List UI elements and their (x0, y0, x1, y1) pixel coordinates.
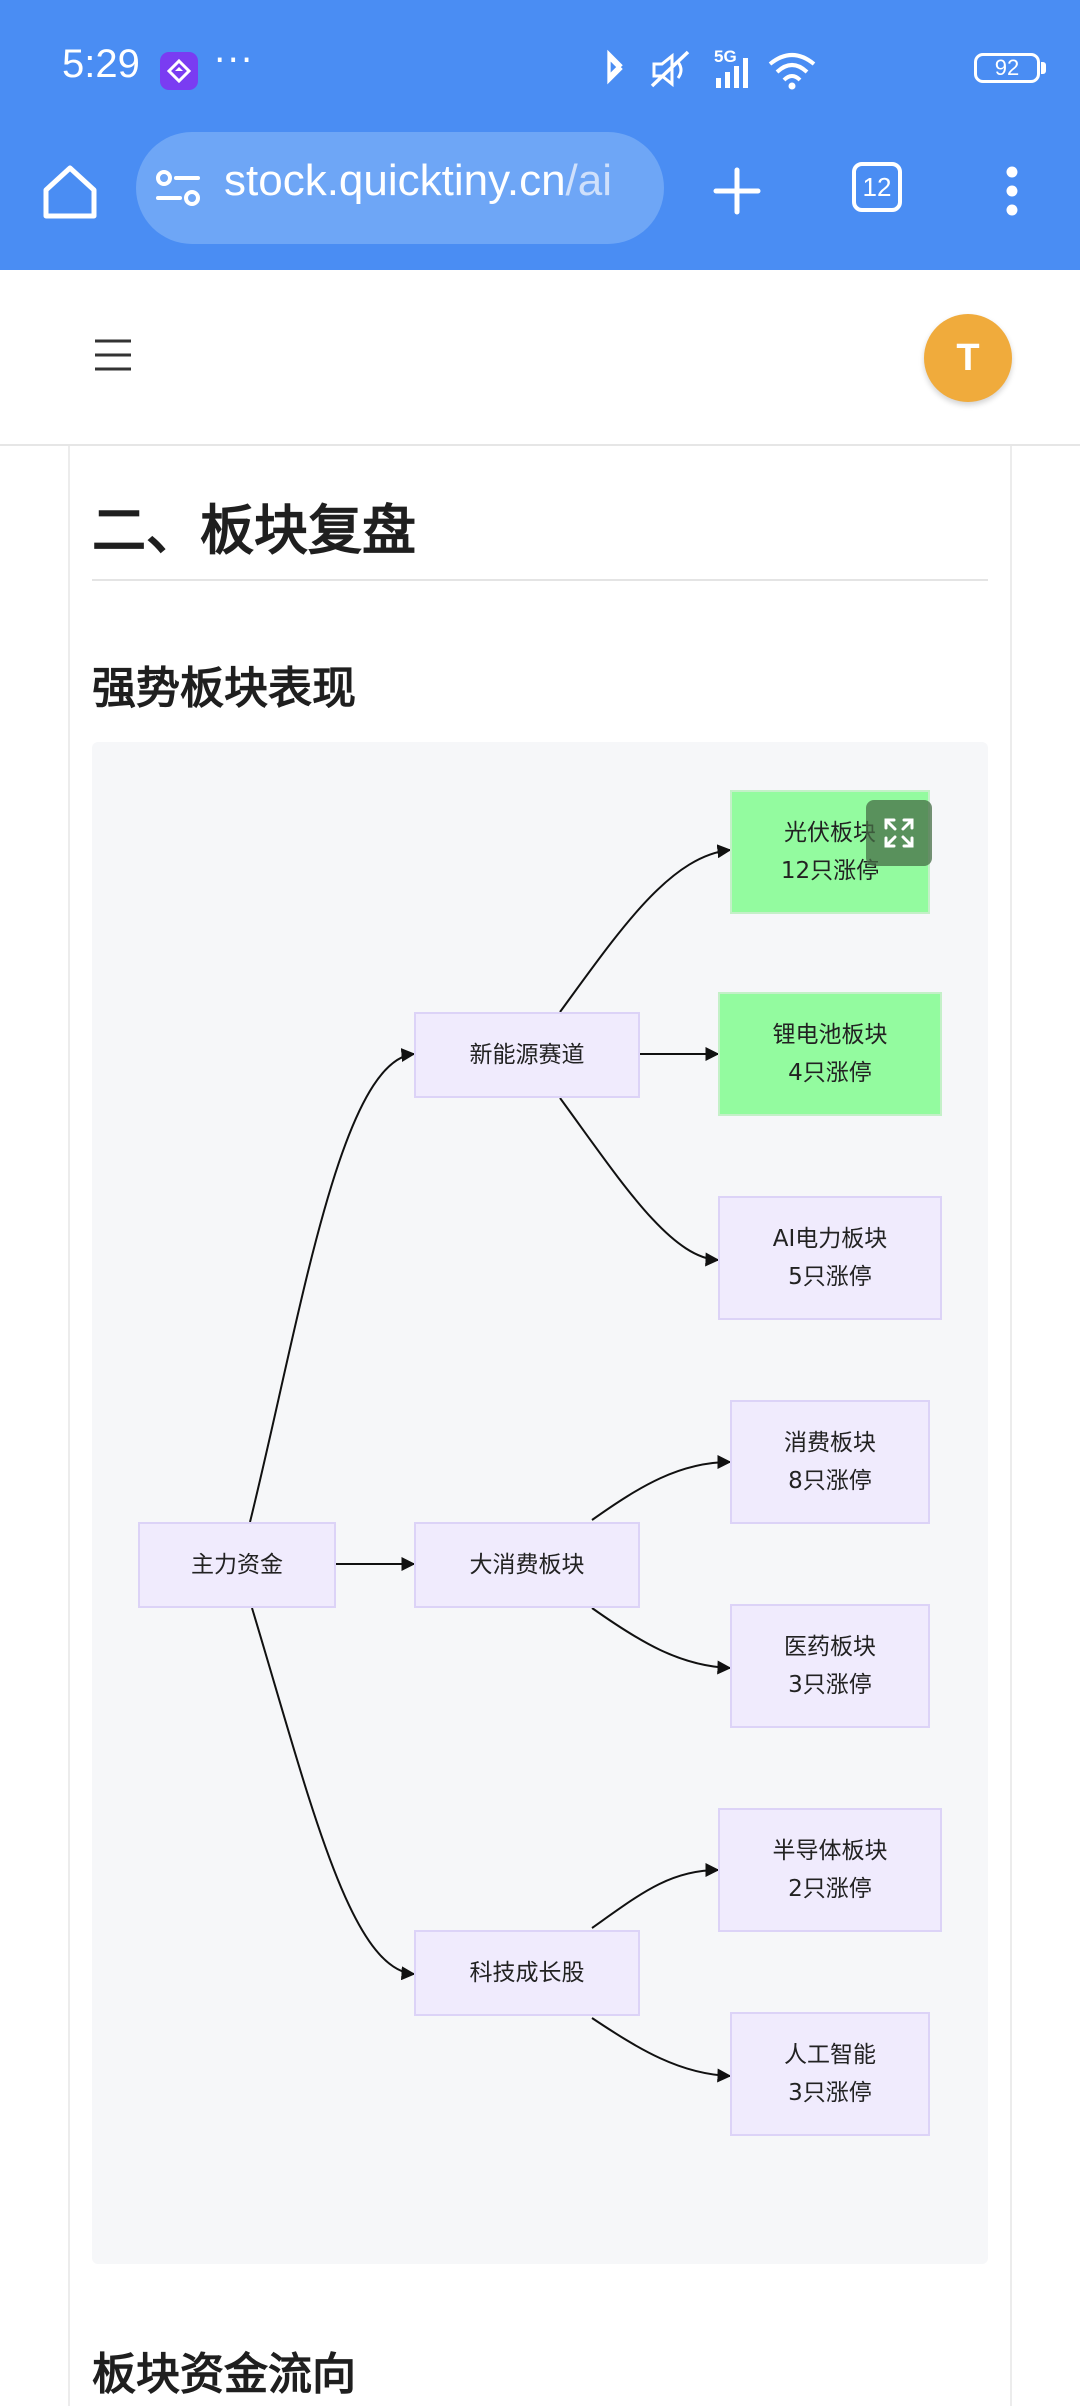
site-settings-icon[interactable] (154, 168, 204, 208)
fullscreen-button[interactable] (866, 800, 932, 866)
node-count: 2只涨停 (788, 1876, 872, 1902)
node-sector-aipower: AI电力板块 5只涨停 (718, 1196, 942, 1320)
url-host: stock.quicktiny.cn (224, 156, 566, 205)
menu-icon[interactable] (1000, 164, 1024, 218)
edge-root-newenergy (249, 1048, 416, 1523)
node-name: 光伏板块 (784, 820, 876, 846)
node-group-tech: 科技成长股 (414, 1930, 640, 2016)
node-name: 锂电池板块 (772, 1022, 888, 1048)
status-time: 5:29 (62, 42, 140, 86)
node-name: 人工智能 (784, 2042, 876, 2068)
site-header: T (0, 270, 1080, 446)
node-group-consumer: 大消费板块 (414, 1522, 640, 1608)
signal-label: 5G (714, 47, 737, 66)
tab-switcher-icon[interactable]: 12 (852, 162, 902, 212)
edge-tech-semi (591, 1863, 720, 1929)
home-icon[interactable] (38, 162, 102, 222)
new-tab-icon[interactable] (712, 166, 762, 216)
edge-newenergy-aipower (559, 1097, 720, 1267)
url-path: /ai (565, 156, 613, 205)
node-label: 大消费板块 (469, 1552, 585, 1578)
node-root: 主力资金 (138, 1522, 336, 1608)
node-sector-medical: 医药板块 3只涨停 (730, 1604, 930, 1728)
node-count: 5只涨停 (788, 1264, 872, 1290)
browser-toolbar: stock.quicktiny.cn/ai 12 (0, 132, 1080, 270)
next-subsection-title: 板块资金流向 (92, 2349, 356, 2400)
node-label: 新能源赛道 (469, 1042, 585, 1068)
node-count: 8只涨停 (788, 1468, 872, 1494)
address-bar[interactable]: stock.quicktiny.cn/ai (136, 132, 664, 244)
node-name: 医药板块 (784, 1634, 876, 1660)
subsection-title: 强势板块表现 (92, 663, 356, 714)
edge-root-tech (251, 1607, 416, 1981)
mute-icon (650, 50, 690, 88)
signal-icon: 5G (714, 47, 748, 88)
node-sector-battery: 锂电池板块 4只涨停 (718, 992, 942, 1116)
node-group-newenergy: 新能源赛道 (414, 1012, 640, 1098)
node-name: 半导体板块 (772, 1838, 888, 1864)
node-name: AI电力板块 (772, 1226, 888, 1252)
edge-consumer-consume (591, 1455, 732, 1521)
status-bar: 5:29 ··· 5G 92 (0, 0, 1080, 132)
node-count: 3只涨停 (788, 1672, 872, 1698)
node-name: 消费板块 (784, 1430, 876, 1456)
app-notification-icon (160, 52, 198, 90)
url-text[interactable]: stock.quicktiny.cn/ai (224, 156, 612, 206)
node-count: 12只涨停 (780, 858, 880, 884)
node-sector-semiconductor: 半导体板块 2只涨停 (718, 1808, 942, 1932)
battery-icon: 92 (974, 53, 1046, 83)
avatar[interactable]: T (924, 314, 1012, 402)
hamburger-menu-icon[interactable] (94, 338, 132, 372)
edge-newenergy-pv (559, 844, 732, 1013)
node-label: 科技成长股 (469, 1960, 585, 1986)
node-count: 4只涨停 (788, 1060, 872, 1086)
bluetooth-icon (607, 49, 623, 85)
node-sector-consume: 消费板块 8只涨停 (730, 1400, 930, 1524)
edge-tech-ai (591, 2017, 732, 2083)
edge-consumer-medical (591, 1607, 732, 1675)
wifi-icon (768, 53, 816, 90)
node-sector-ai: 人工智能 3只涨停 (730, 2012, 930, 2136)
section-divider (92, 579, 988, 581)
section-title: 二、板块复盘 (92, 499, 416, 562)
node-label: 主力资金 (191, 1552, 283, 1578)
node-count: 3只涨停 (788, 2080, 872, 2106)
more-notifications-icon: ··· (214, 40, 255, 81)
expand-icon (884, 818, 914, 848)
